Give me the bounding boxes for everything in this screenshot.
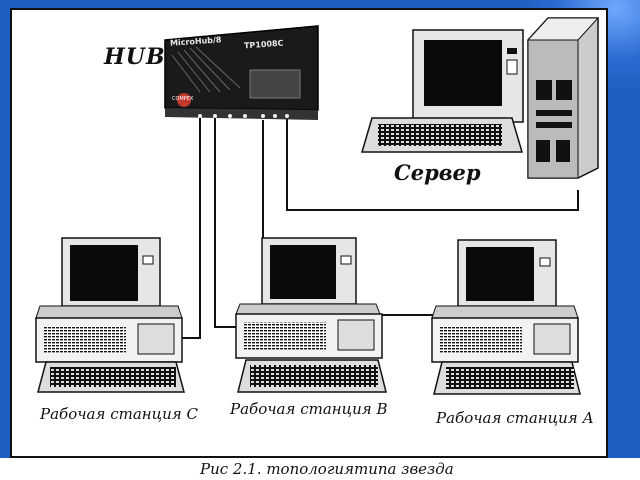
workstation-a-screen [466,247,534,301]
cable-workstation-b [214,118,238,328]
figure-caption: Рис 2.1. топологиятипа звезда [200,460,454,478]
hub-display-panel [249,69,301,99]
hub-grill [171,46,241,93]
hub-ports [198,114,289,118]
workstation-a-label: Рабочая станция А [436,409,594,427]
workstation-a [431,239,581,395]
caption-strip [0,458,640,480]
server-computer [360,17,600,179]
cable-server [286,118,579,211]
server-screen [424,40,502,106]
workstation-c-screen [70,245,138,301]
hub-device [164,25,319,120]
workstation-c [35,237,185,393]
hub-logo-icon [177,93,191,107]
server-label: Сервер [394,160,481,185]
workstation-b-screen [270,245,336,299]
server-keyboard [378,124,502,146]
hub-logo-text: COMPEX [172,96,194,102]
cable-workstation-c [179,118,201,339]
workstation-b-label: Рабочая станция В [230,400,388,418]
workstation-c-label: Рабочая станция С [40,405,198,423]
hub-label: HUB [104,44,166,70]
workstation-b [235,237,387,393]
